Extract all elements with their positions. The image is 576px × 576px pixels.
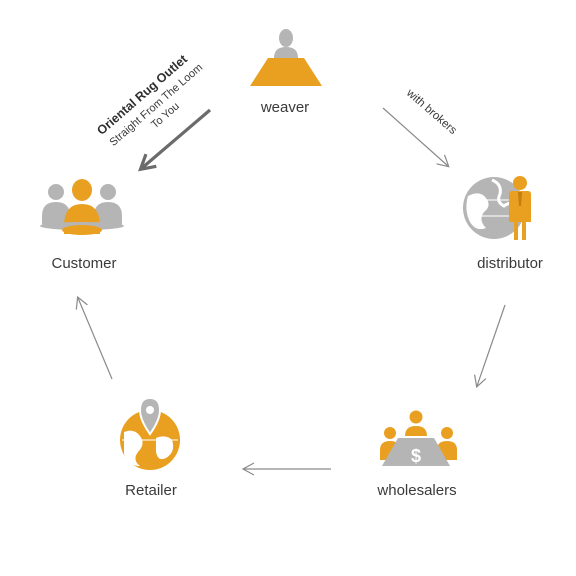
direct-route-caption: Oriental Rug Outlet Straight From The Lo… <box>94 52 205 149</box>
svg-text:$: $ <box>411 446 421 466</box>
customer-icon <box>40 179 124 235</box>
wholesalers-icon: $ <box>380 410 457 466</box>
weaver-icon <box>250 29 322 86</box>
customer-label: Customer <box>51 255 116 272</box>
arrow-weaver-to-distributor <box>382 107 450 168</box>
retailer-label: Retailer <box>125 482 177 499</box>
weaver-label: weaver <box>260 99 309 116</box>
distributor-label: distributor <box>477 255 543 272</box>
arrow-direct-weaver-to-customer <box>138 108 212 172</box>
with-brokers-label: with brokers <box>403 87 459 138</box>
retailer-icon <box>120 396 180 470</box>
arrow-retailer-to-customer <box>75 295 113 380</box>
wholesalers-label: wholesalers <box>376 482 456 499</box>
arrow-distributor-to-wholesalers <box>474 304 506 389</box>
distributor-icon <box>463 176 531 240</box>
